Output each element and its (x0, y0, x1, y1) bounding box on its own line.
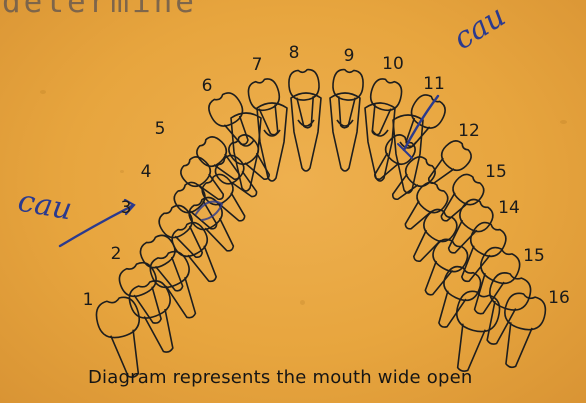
tooth-18 (329, 69, 364, 129)
tooth-number-3: 3 (121, 198, 132, 218)
tooth-number-7: 7 (252, 55, 263, 75)
tooth-number-11: 11 (423, 74, 445, 94)
tooth-31 (426, 263, 485, 334)
incisor-3 (330, 93, 360, 171)
tooth-4 (146, 247, 209, 325)
diagram-caption: Diagram represents the mouth wide open (88, 367, 558, 388)
tooth-number-2: 2 (111, 244, 122, 264)
tooth-number-12: 12 (458, 121, 480, 141)
tooth-6 (168, 219, 228, 290)
tooth-number-4: 4 (141, 162, 152, 182)
tooth-5 (136, 231, 194, 298)
tooth-number-8: 8 (289, 43, 300, 63)
tooth-8 (185, 193, 244, 259)
tooth-number-5: 5 (155, 119, 166, 139)
tooth-number-14: 14 (498, 198, 520, 218)
tooth-number-13: 15 (485, 162, 507, 182)
tooth-number-6: 6 (202, 76, 213, 96)
tooth-number-15: 15 (523, 246, 545, 266)
tooth-27 (403, 205, 461, 269)
tooth-34 (491, 290, 549, 372)
incisor-2 (291, 93, 321, 171)
incisor-edge-3 (337, 120, 353, 126)
tooth-3 (115, 259, 174, 330)
tooth-number-9: 9 (344, 46, 355, 66)
tooth-number-16: 16 (548, 288, 570, 308)
tooth-number-1: 1 (83, 290, 94, 310)
tooth-16 (246, 77, 289, 139)
tooth-number-10: 10 (382, 54, 404, 74)
